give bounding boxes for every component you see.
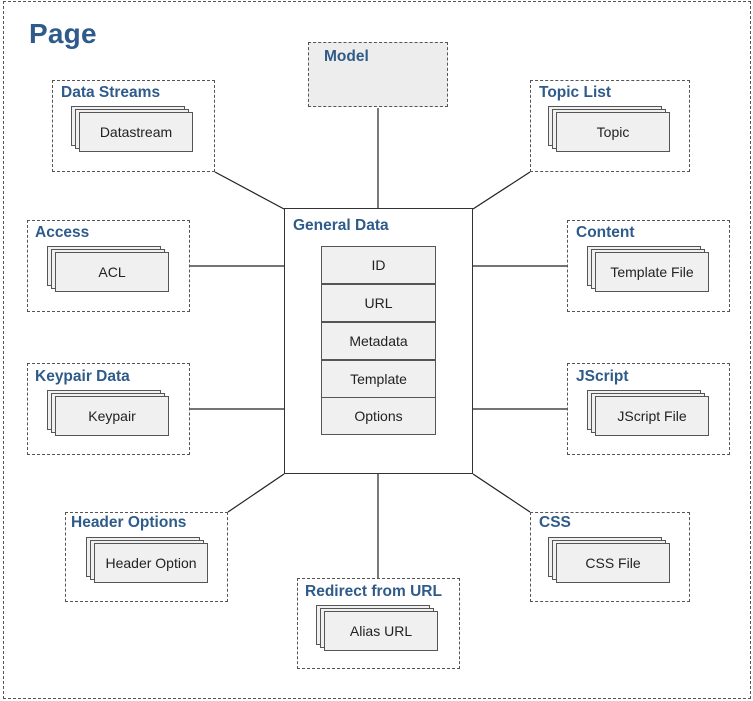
group-css — [530, 512, 690, 602]
datastream-card[interactable]: Datastream — [79, 112, 193, 152]
connector-header-options — [227, 473, 285, 513]
header-option-card[interactable]: Header Option — [94, 543, 208, 583]
general-data-title: General Data — [293, 217, 389, 234]
topic-card[interactable]: Topic — [556, 112, 670, 152]
group-keypair-data-title: Keypair Data — [35, 368, 130, 385]
group-jscript — [567, 363, 730, 455]
connector-topic-list — [472, 171, 531, 210]
group-redirect-title: Redirect from URL — [305, 583, 442, 600]
model-box[interactable] — [308, 42, 448, 107]
group-content — [567, 220, 730, 312]
jscript-file-card[interactable]: JScript File — [595, 396, 709, 436]
group-keypair-data — [27, 363, 190, 455]
template-file-card[interactable]: Template File — [595, 252, 709, 292]
connector-data-streams — [214, 171, 285, 210]
group-topic-list-title: Topic List — [539, 84, 612, 101]
group-topic-list — [530, 80, 690, 172]
group-header-options — [65, 512, 228, 602]
field-metadata[interactable]: Metadata — [321, 322, 436, 360]
model-title: Model — [324, 48, 369, 65]
group-redirect — [297, 578, 460, 669]
group-access-title: Access — [35, 224, 90, 241]
alias-url-card[interactable]: Alias URL — [324, 611, 438, 651]
group-content-title: Content — [576, 224, 635, 241]
page-frame — [3, 1, 751, 699]
acl-card[interactable]: ACL — [55, 252, 169, 292]
css-file-card[interactable]: CSS File — [556, 543, 670, 583]
field-id[interactable]: ID — [321, 246, 436, 284]
group-data-streams-title: Data Streams — [61, 84, 161, 101]
group-jscript-title: JScript — [576, 368, 629, 385]
group-data-streams — [52, 80, 215, 172]
connector-css — [472, 473, 531, 513]
keypair-card[interactable]: Keypair — [55, 396, 169, 436]
page-title: Page — [29, 18, 97, 49]
field-url[interactable]: URL — [321, 284, 436, 322]
group-css-title: CSS — [539, 514, 571, 531]
field-template[interactable]: Template — [321, 360, 436, 398]
field-options[interactable]: Options — [321, 397, 436, 435]
group-header-options-title: Header Options — [71, 514, 187, 531]
group-access — [27, 220, 190, 312]
